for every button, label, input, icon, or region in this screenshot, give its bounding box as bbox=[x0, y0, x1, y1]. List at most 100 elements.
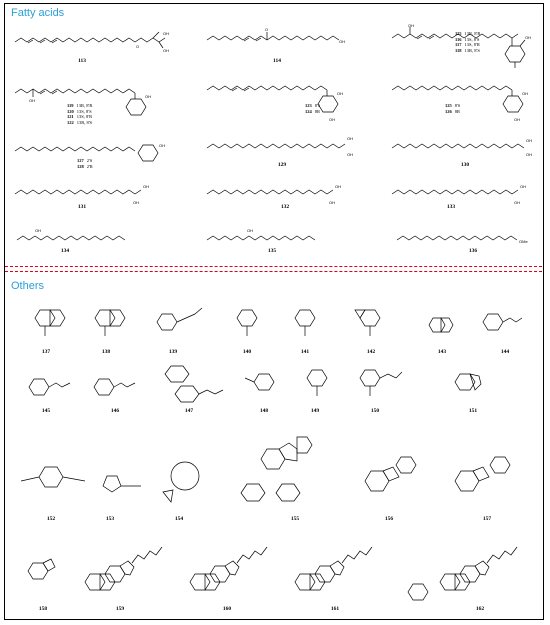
structure-146 bbox=[85, 369, 145, 409]
structure-150 bbox=[350, 360, 410, 410]
structure-155 bbox=[227, 429, 337, 519]
structure-156 bbox=[355, 449, 430, 514]
structure-142 bbox=[350, 300, 400, 350]
structure-144 bbox=[480, 304, 530, 344]
structure-143 bbox=[425, 310, 465, 345]
fatty-acids-title: Fatty acids bbox=[11, 7, 65, 19]
label-146: 146 bbox=[110, 408, 120, 414]
label-135: 135 bbox=[267, 248, 277, 254]
structure-153 bbox=[93, 464, 148, 509]
svg-text:OH: OH bbox=[520, 184, 526, 189]
svg-text:OH: OH bbox=[163, 48, 169, 53]
structure-157 bbox=[445, 449, 530, 514]
svg-text:OH: OH bbox=[339, 39, 345, 44]
label-137: 137 bbox=[41, 349, 51, 355]
label-147: 147 bbox=[184, 408, 194, 414]
structure-158 bbox=[17, 549, 67, 599]
structure-115-118: OH OH bbox=[390, 23, 540, 89]
svg-text:OH: OH bbox=[347, 152, 353, 157]
structure-134: OH bbox=[15, 226, 155, 256]
structure-149 bbox=[297, 360, 337, 410]
svg-text:OH: OH bbox=[29, 98, 35, 103]
structure-151 bbox=[445, 364, 505, 409]
structure-148 bbox=[237, 364, 297, 409]
svg-text:OH: OH bbox=[522, 91, 528, 96]
structure-137 bbox=[25, 300, 75, 350]
svg-text:OH: OH bbox=[514, 117, 520, 122]
label-129: 129 bbox=[277, 162, 287, 168]
label-162: 162 bbox=[475, 606, 485, 612]
label-114: 114 bbox=[273, 58, 281, 64]
label-148: 148 bbox=[259, 408, 269, 414]
label-132: 132 bbox=[280, 204, 290, 210]
structure-140 bbox=[227, 300, 267, 350]
label-130: 130 bbox=[460, 162, 470, 168]
structure-135: OH bbox=[205, 226, 355, 256]
label-133: 133 bbox=[446, 204, 456, 210]
label-144: 144 bbox=[500, 349, 510, 355]
svg-text:O: O bbox=[265, 27, 268, 32]
label-113: 113 bbox=[78, 58, 86, 64]
others-title: Others bbox=[11, 280, 45, 292]
structure-130: OH OH bbox=[390, 134, 540, 169]
svg-text:OH: OH bbox=[329, 200, 335, 205]
label-134: 134 bbox=[60, 248, 70, 254]
svg-text:OH: OH bbox=[408, 23, 414, 28]
structure-123-124: OH OH bbox=[205, 76, 355, 131]
label-161: 161 bbox=[330, 606, 340, 612]
svg-text:OH: OH bbox=[335, 184, 341, 189]
svg-text:OH: OH bbox=[514, 200, 520, 205]
label-138: 138 bbox=[101, 349, 111, 355]
svg-text:OH: OH bbox=[337, 91, 343, 96]
label-154: 154 bbox=[174, 516, 184, 522]
structure-119-122: OH OH bbox=[13, 79, 163, 129]
label-152: 152 bbox=[46, 516, 56, 522]
label-150: 150 bbox=[370, 408, 380, 414]
svg-text:OH: OH bbox=[329, 117, 335, 122]
label-156: 156 bbox=[384, 516, 394, 522]
label-131: 131 bbox=[77, 204, 87, 210]
svg-text:OH: OH bbox=[525, 35, 531, 40]
structure-147 bbox=[153, 358, 233, 413]
label-136: 136 bbox=[468, 248, 478, 254]
section-divider-bottom bbox=[5, 271, 542, 272]
structure-160 bbox=[185, 529, 285, 609]
structure-162 bbox=[405, 529, 535, 614]
label-158: 158 bbox=[38, 606, 48, 612]
svg-text:OH: OH bbox=[133, 200, 139, 205]
svg-text:OH: OH bbox=[163, 31, 169, 36]
label-160: 160 bbox=[222, 606, 232, 612]
structure-141 bbox=[285, 300, 325, 350]
label-149: 149 bbox=[310, 408, 320, 414]
structure-131: OH OH bbox=[13, 180, 163, 215]
structure-125-126: OH OH bbox=[390, 76, 540, 131]
label-153: 153 bbox=[105, 516, 115, 522]
svg-text:OH: OH bbox=[526, 138, 532, 143]
label-139: 139 bbox=[168, 349, 178, 355]
label-143: 143 bbox=[437, 349, 447, 355]
svg-text:OMe: OMe bbox=[519, 239, 528, 244]
structure-159 bbox=[80, 529, 180, 609]
structure-132: OH OH bbox=[205, 180, 355, 215]
svg-text:OH: OH bbox=[526, 152, 532, 157]
label-145: 145 bbox=[41, 408, 51, 414]
label-151: 151 bbox=[468, 408, 478, 414]
structure-138 bbox=[85, 300, 135, 350]
structure-161 bbox=[290, 529, 390, 609]
label-141: 141 bbox=[300, 349, 310, 355]
svg-text:OH: OH bbox=[159, 143, 165, 148]
structure-133: OH OH bbox=[390, 180, 540, 215]
structure-127-128: OH bbox=[13, 137, 173, 172]
structure-139 bbox=[150, 300, 210, 350]
label-142: 142 bbox=[366, 349, 376, 355]
svg-text:OH: OH bbox=[145, 94, 151, 99]
structure-152 bbox=[15, 449, 95, 514]
section-divider-top bbox=[5, 266, 542, 267]
label-140: 140 bbox=[242, 349, 252, 355]
structure-145 bbox=[20, 369, 80, 409]
label-157: 157 bbox=[482, 516, 492, 522]
